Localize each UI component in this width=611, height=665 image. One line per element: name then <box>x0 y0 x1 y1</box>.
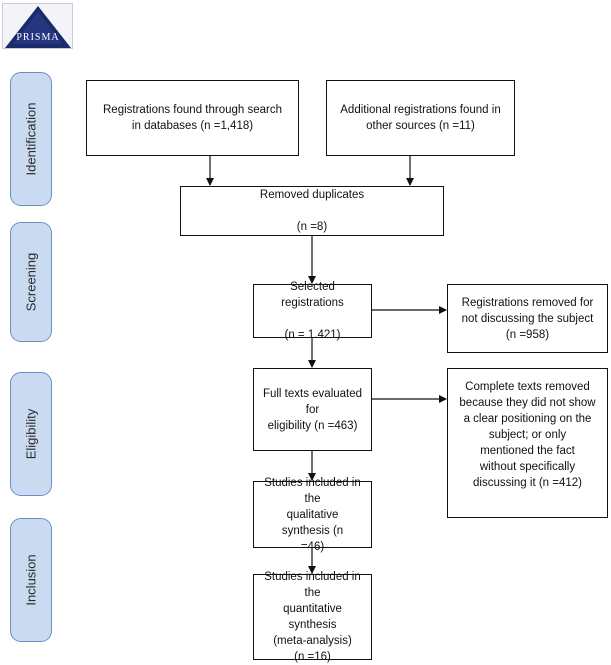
box-removed-duplicates: Removed duplicates (n =8) <box>180 186 444 236</box>
stage-screening: Screening <box>10 222 52 342</box>
stage-eligibility: Eligibility <box>10 372 52 496</box>
logo-text: PRISMA <box>16 32 59 43</box>
prisma-logo: PRISMA <box>2 3 73 49</box>
stage-inclusion: Inclusion <box>10 518 52 642</box>
box-other-sources: Additional registrations found in other … <box>326 80 515 156</box>
box-complete-texts-removed: Complete texts removed because they did … <box>447 368 608 518</box>
stage-identification: Identification <box>10 72 52 206</box>
box-qualitative-synthesis: Studies included in the qualitative synt… <box>253 477 372 553</box>
box-full-texts-evaluated: Full texts evaluated for eligibility (n … <box>253 368 372 451</box>
box-selected-registrations: Selected registrations (n = 1.421) <box>253 281 372 341</box>
prisma-logo-icon: PRISMA <box>3 4 72 48</box>
box-quantitative-synthesis: Studies included in the quantitative syn… <box>253 571 372 663</box>
box-removed-not-discussing: Registrations removed for not discussing… <box>447 284 608 353</box>
box-database-search: Registrations found through search in da… <box>86 80 299 156</box>
